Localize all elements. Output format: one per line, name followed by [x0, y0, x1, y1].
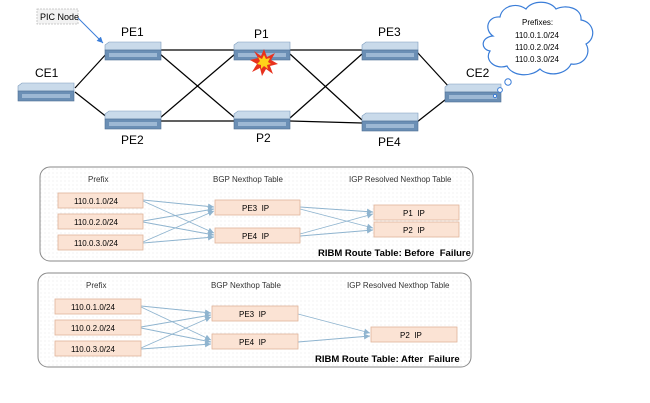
bgp-nexthop-text: PE3 IP	[239, 310, 266, 319]
link-pe3-ce2	[416, 51, 451, 89]
igp-nexthop-box: P2 IP	[370, 326, 458, 343]
pic-node-callout: PIC Node	[36, 8, 104, 44]
col-header-bgp: BGP Nexthop Table	[211, 281, 282, 290]
prefix-box: 110.0.3.0/24	[54, 340, 142, 357]
link-p2-pe4	[289, 120, 363, 124]
node-label-pe1: PE1	[121, 25, 144, 39]
table-caption-after: RIBM Route Table: After Failure	[315, 354, 460, 365]
node-label-pe2: PE2	[121, 133, 144, 147]
prefix-box: 110.0.2.0/24	[57, 213, 144, 230]
prefix-text: 110.0.2.0/24	[74, 218, 118, 227]
col-header-igp: IGP Resolved Nexthop Table	[347, 281, 450, 290]
router-pe4	[361, 112, 419, 132]
node-label-pe3: PE3	[378, 25, 401, 39]
link-ce1-pe2	[74, 91, 109, 119]
bgp-nexthop-text: PE3 IP	[242, 204, 269, 213]
table-caption-before: RIBM Route Table: Before Failure	[318, 248, 471, 259]
bgp-nexthop-text: PE4 IP	[239, 338, 266, 347]
router-p2	[233, 110, 291, 130]
node-label-p2: P2	[256, 131, 271, 145]
router-pe2	[104, 110, 162, 130]
link-pe4-ce2	[416, 95, 451, 123]
node-label-ce1: CE1	[35, 66, 59, 80]
prefix-box: 110.0.2.0/24	[54, 319, 142, 336]
router-pe1	[104, 41, 162, 61]
link-p1-pe4	[289, 53, 363, 121]
igp-nexthop-text: P2 IP	[400, 331, 422, 340]
link-pe2-p1	[159, 53, 236, 119]
prefix-text: 110.0.1.0/24	[74, 197, 118, 206]
prefix-cloud-item: 110.0.1.0/24	[515, 31, 559, 40]
bgp-nexthop-box: PE3 IP	[211, 305, 299, 322]
link-p2-pe3	[289, 53, 363, 119]
bgp-nexthop-box: PE3 IP	[214, 199, 301, 216]
prefix-cloud-title: Prefixes:	[522, 18, 553, 27]
node-label-ce2: CE2	[466, 66, 490, 80]
topology-links	[74, 49, 451, 124]
router-ce2	[444, 83, 502, 103]
prefix-cloud: Prefixes: 110.0.1.0/24 110.0.2.0/24 110.…	[482, 1, 594, 99]
node-label-pe4: PE4	[378, 135, 401, 149]
router-pe3	[361, 41, 419, 61]
arrows-before	[142, 199, 374, 244]
node-label-p1: P1	[254, 27, 269, 41]
igp-nexthop-box: P1 IP	[373, 204, 460, 221]
col-header-prefix: Prefix	[88, 175, 108, 184]
bgp-nexthop-box: PE4 IP	[214, 227, 301, 244]
prefix-box: 110.0.3.0/24	[57, 234, 144, 251]
prefix-text: 110.0.1.0/24	[71, 303, 115, 312]
prefix-cloud-item: 110.0.3.0/24	[515, 55, 559, 64]
igp-nexthop-text: P1 IP	[403, 209, 425, 218]
arrows-after	[140, 305, 371, 350]
prefix-text: 110.0.3.0/24	[74, 239, 118, 248]
failure-explosion-icon	[250, 49, 278, 76]
pic-node-label: PIC Node	[40, 12, 79, 22]
router-ce1	[17, 82, 75, 102]
link-ce1-pe1	[74, 51, 109, 89]
col-header-bgp: BGP Nexthop Table	[213, 175, 284, 184]
prefix-text: 110.0.3.0/24	[71, 345, 115, 354]
col-header-prefix: Prefix	[86, 281, 106, 290]
bgp-nexthop-box: PE4 IP	[211, 333, 299, 350]
bgp-nexthop-text: PE4 IP	[242, 232, 269, 241]
ribm-table-before: Prefix BGP Nexthop Table IGP Resolved Ne…	[39, 166, 474, 262]
igp-nexthop-box: P2 IP	[373, 221, 460, 238]
prefix-cloud-item: 110.0.2.0/24	[515, 43, 559, 52]
prefix-text: 110.0.2.0/24	[71, 324, 115, 333]
ribm-table-after: Prefix BGP Nexthop Table IGP Resolved Ne…	[37, 272, 472, 368]
igp-nexthop-text: P2 IP	[403, 226, 425, 235]
prefix-box: 110.0.1.0/24	[57, 192, 144, 209]
col-header-igp: IGP Resolved Nexthop Table	[349, 175, 452, 184]
prefix-box: 110.0.1.0/24	[54, 298, 142, 315]
